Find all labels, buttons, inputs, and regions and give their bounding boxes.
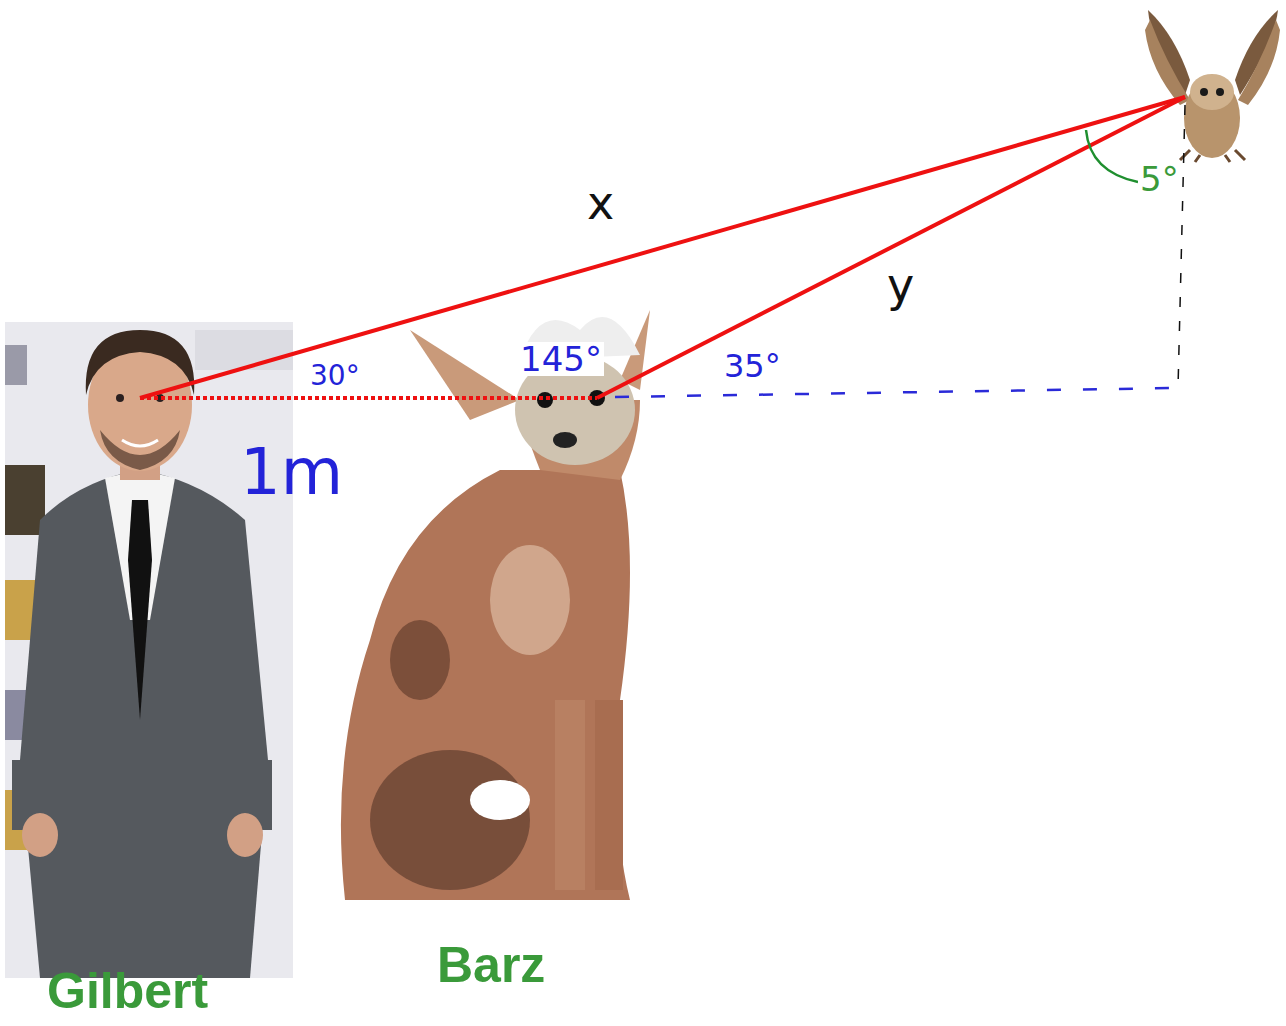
horizontal-line — [140, 396, 597, 400]
figure-name: Barz — [435, 940, 547, 990]
angle-label: 30° — [308, 362, 362, 390]
sight-line — [597, 97, 1185, 398]
owl-figure — [1145, 10, 1280, 162]
man-photo — [5, 322, 293, 978]
side-label: x — [585, 180, 616, 226]
sight-line — [140, 97, 1185, 398]
dimension-label: 1m — [238, 440, 345, 504]
vertical-dashed-line — [1178, 105, 1185, 388]
angle-label: 5° — [1138, 162, 1181, 196]
angle-label: 35° — [722, 350, 783, 382]
angle-arc — [1086, 130, 1138, 182]
horizontal-dashed-line — [615, 388, 1175, 397]
side-label: y — [885, 262, 916, 308]
figure-name: Gilbert — [45, 966, 210, 1016]
angle-label: 145° — [518, 342, 604, 376]
